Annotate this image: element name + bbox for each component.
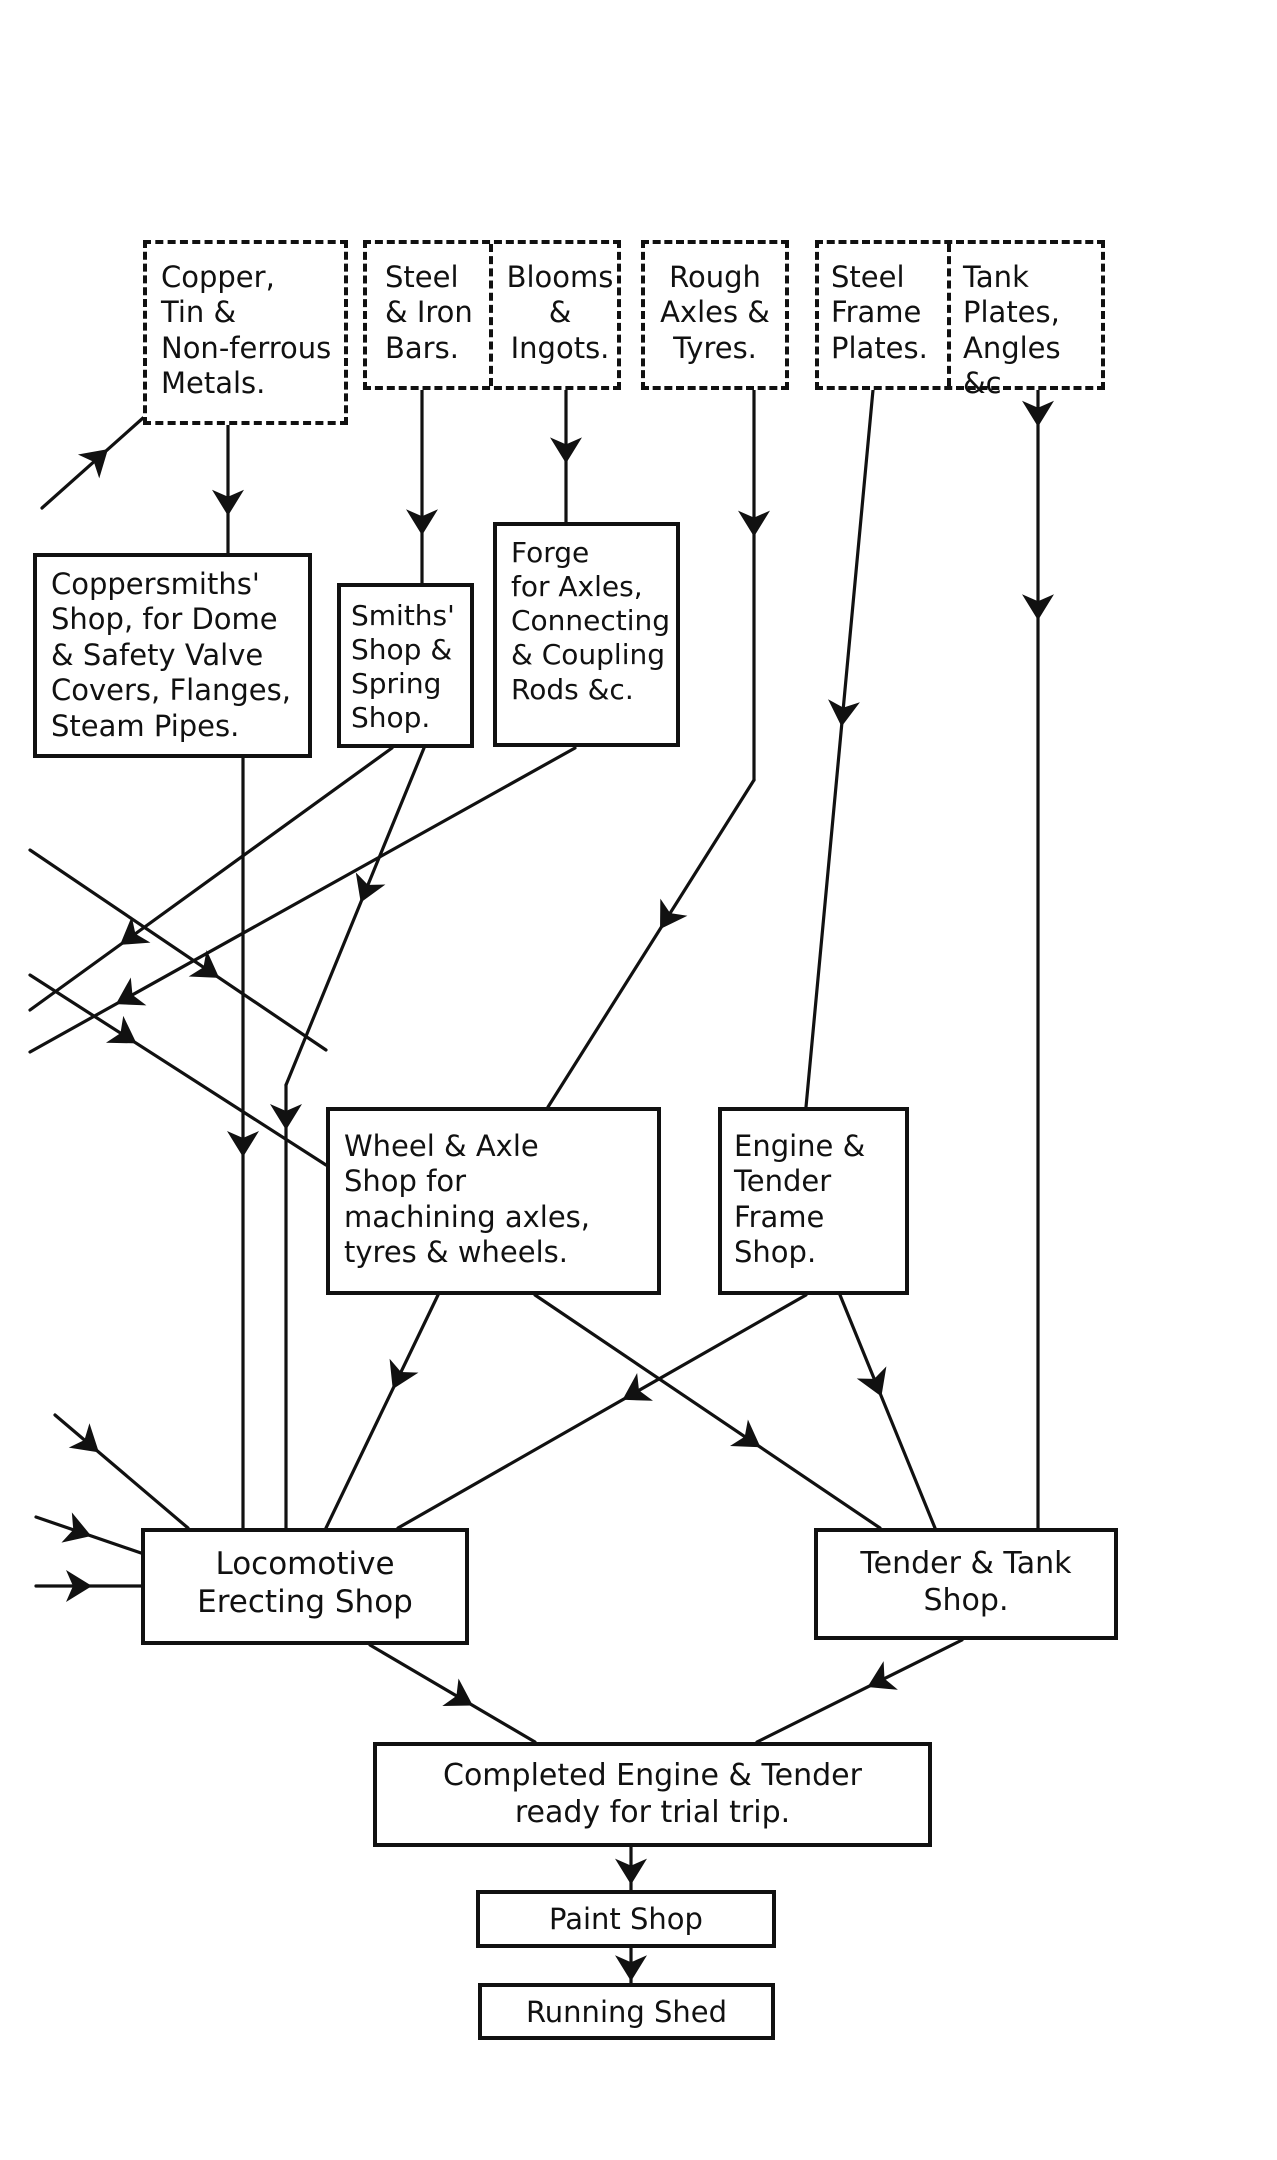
- arrow-offpage-to-wheel-2: [28, 973, 328, 1167]
- tender-tank-shop-label: Tender & Tank Shop.: [860, 1546, 1072, 1618]
- arrow-offpage-to-erecting-2-head-icon: [61, 1512, 92, 1543]
- forge-shop: Forge for Axles, Connecting & Coupling R…: [493, 522, 680, 747]
- arrow-wheel-to-erecting: [324, 1293, 440, 1530]
- arrow-smiths-down-head-icon: [355, 872, 386, 903]
- coppersmiths-shop-label: Coppersmiths' Shop, for Dome & Safety Va…: [51, 567, 291, 743]
- forge-shop-label: Forge for Axles, Connecting & Coupling R…: [511, 536, 671, 706]
- wheel-axle-shop: Wheel & Axle Shop for machining axles, t…: [326, 1107, 661, 1295]
- arrow-bars-to-smiths-head-icon: [406, 509, 438, 536]
- arrow-offpage-copper-head-icon: [77, 449, 109, 479]
- running-shed-label: Running Shed: [525, 1995, 728, 2029]
- arrow-tank-plates-head-icon: [1022, 594, 1054, 621]
- arrow-copper-to-coppersmiths-head-icon: [212, 489, 244, 516]
- engine-tender-frame-shop: Engine & Tender Frame Shop.: [718, 1107, 909, 1295]
- arrow-tank-plates-to-tender-head-icon: [1022, 400, 1054, 427]
- arrow-tender-to-completed-head-icon: [867, 1661, 898, 1690]
- paint-shop-label: Paint Shop: [549, 1902, 703, 1936]
- tender-tank-shop: Tender & Tank Shop.: [814, 1528, 1118, 1640]
- arrow-smiths-down: [284, 746, 426, 1087]
- running-shed: Running Shed: [478, 1983, 775, 2040]
- arrow-frame-plates-to-frame-shop-head-icon: [828, 699, 860, 727]
- source-steel-frame-plates-label: Steel Frame Plates.: [831, 260, 928, 365]
- completed-label: Completed Engine & Tender ready for tria…: [443, 1758, 862, 1830]
- completed-engine-tender: Completed Engine & Tender ready for tria…: [373, 1742, 932, 1847]
- source-group-bars-blooms: Steel & Iron Bars. Blooms & Ingots.: [363, 240, 621, 390]
- arrow-smiths-offpage-head-icon: [120, 916, 151, 945]
- locomotive-erecting-shop: Locomotive Erecting Shop: [141, 1528, 469, 1645]
- source-copper-label: Copper, Tin & Non-ferrous Metals.: [161, 260, 332, 401]
- arrow-wheel-to-erecting-head-icon: [389, 1358, 419, 1390]
- arrow-frame-to-tender: [838, 1293, 937, 1530]
- source-blooms-ingots-label: Blooms & Ingots.: [506, 260, 614, 365]
- arrow-completed-to-paint-head-icon: [615, 1858, 647, 1885]
- arrow-offpage-copper: [40, 416, 145, 510]
- arrow-rough-axles-to-wheel-head-icon: [660, 898, 688, 930]
- smiths-spring-shop: Smiths' Shop & Spring Shop.: [337, 583, 474, 748]
- arrow-rough-axles-down-head-icon: [738, 510, 770, 537]
- wheel-axle-shop-label: Wheel & Axle Shop for machining axles, t…: [344, 1129, 591, 1270]
- arrow-offpage-to-wheel-2-head-icon: [105, 1015, 137, 1044]
- arrow-wheel-to-tender-head-icon: [730, 1419, 761, 1448]
- arrow-frame-to-erecting: [396, 1293, 808, 1530]
- arrow-coppersmiths-to-erecting-head-icon: [227, 1131, 259, 1157]
- arrow-smiths-to-erecting-head-icon: [270, 1104, 302, 1131]
- arrow-erecting-to-completed: [368, 1643, 537, 1744]
- edge-rough-axles-to-wheel: [546, 778, 756, 1109]
- arrow-frame-to-tender-head-icon: [856, 1366, 887, 1397]
- source-rough-axles-label: Rough Axles & Tyres.: [660, 260, 770, 365]
- arrow-smiths-offpage: [28, 746, 394, 1012]
- arrow-forge-offpage: [28, 746, 577, 1054]
- source-tank-plates-label: Tank Plates, Angles &c: [963, 260, 1061, 401]
- arrow-offpage-to-erecting-3-head-icon: [66, 1570, 92, 1602]
- arrow-offpage-to-erecting-1: [53, 1413, 190, 1530]
- arrow-frame-plates-to-frame-shop: [804, 388, 875, 1109]
- arrow-erecting-to-completed-head-icon: [442, 1678, 473, 1707]
- arrow-wheel-to-tender: [533, 1293, 882, 1530]
- coppersmiths-shop: Coppersmiths' Shop, for Dome & Safety Va…: [33, 553, 312, 758]
- source-rough-axles-tyres: Rough Axles & Tyres.: [641, 240, 789, 390]
- erecting-shop-label: Locomotive Erecting Shop: [197, 1546, 413, 1620]
- arrow-frame-to-erecting-head-icon: [622, 1373, 653, 1401]
- source-copper-tin-nonferrous: Copper, Tin & Non-ferrous Metals.: [143, 240, 348, 425]
- arrow-paint-to-running-head-icon: [615, 1955, 647, 1982]
- source-steel-iron-bars-label: Steel & Iron Bars.: [385, 260, 473, 365]
- frame-shop-label: Engine & Tender Frame Shop.: [734, 1129, 866, 1270]
- arrow-offpage-to-wheel-1-head-icon: [188, 950, 220, 978]
- arrow-blooms-to-forge-head-icon: [550, 437, 582, 464]
- paint-shop: Paint Shop: [476, 1890, 776, 1948]
- arrow-offpage-to-erecting-1-head-icon: [68, 1423, 99, 1453]
- arrow-tender-to-completed: [755, 1638, 964, 1744]
- smiths-shop-label: Smiths' Shop & Spring Shop.: [351, 599, 455, 735]
- arrow-offpage-to-wheel-1: [28, 848, 328, 1052]
- source-group-frame-tank: Steel Frame Plates. Tank Plates, Angles …: [815, 240, 1105, 400]
- arrow-forge-offpage-head-icon: [115, 977, 147, 1006]
